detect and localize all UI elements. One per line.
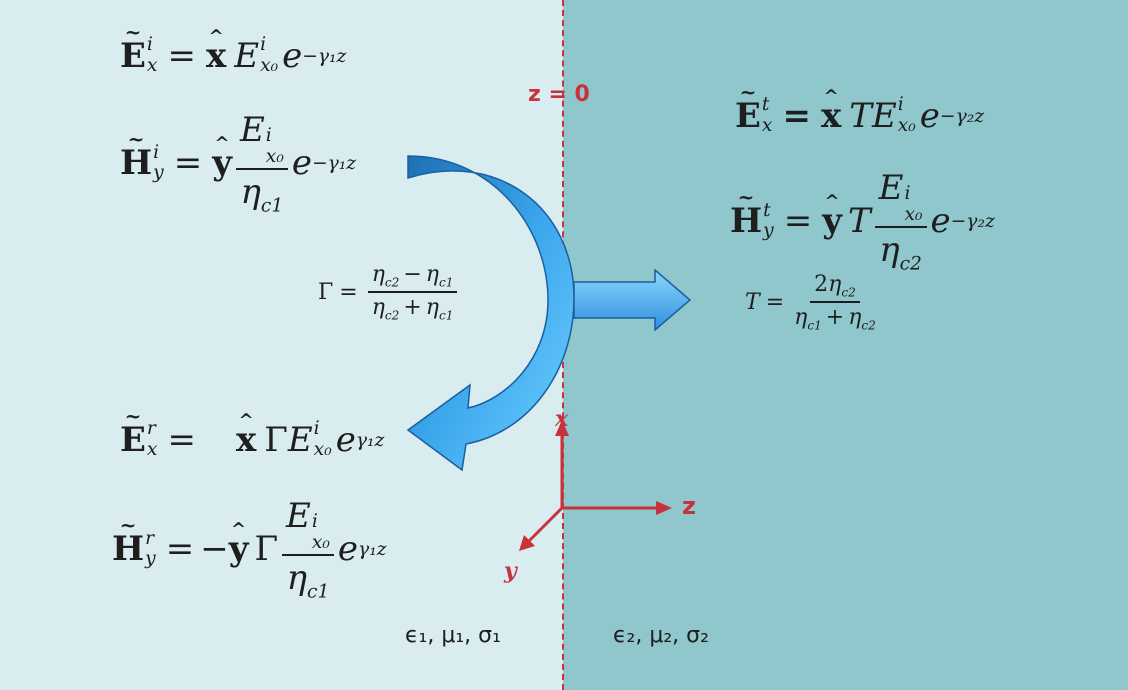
z-axis-label: z <box>682 492 696 520</box>
transmission-arrow <box>573 268 692 332</box>
medium-2-region <box>563 0 1128 690</box>
reflection-arrow <box>406 155 575 472</box>
x-axis-arrowhead <box>555 420 569 436</box>
medium-1-region <box>0 0 563 690</box>
medium-2-properties: ϵ₂, μ₂, σ₂ <box>613 623 709 648</box>
medium-1-properties: ϵ₁, μ₁, σ₁ <box>405 623 501 648</box>
boundary-label: z = 0 <box>528 82 590 107</box>
x-axis-label: x <box>555 406 569 432</box>
y-axis-arrowhead <box>519 535 535 551</box>
y-axis <box>525 506 564 545</box>
z-axis-arrowhead <box>656 501 672 515</box>
y-axis-label: y <box>504 558 517 584</box>
